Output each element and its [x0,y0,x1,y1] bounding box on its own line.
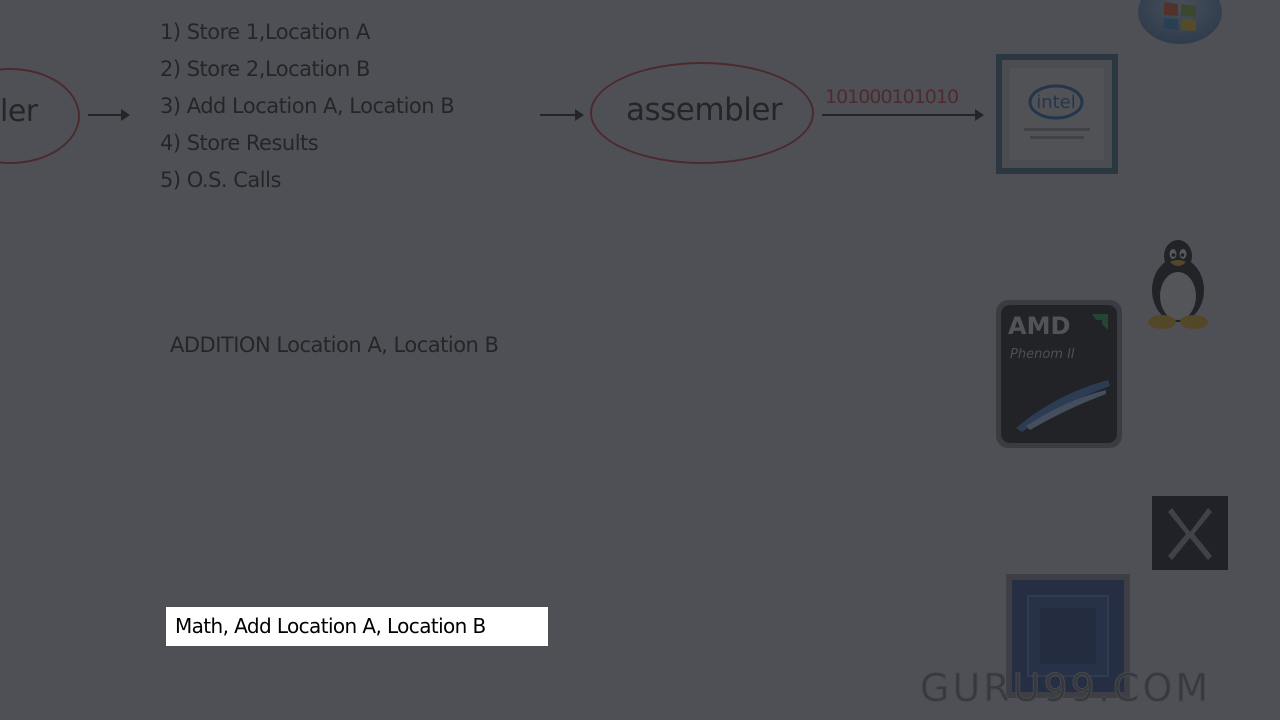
assembly-step: 5) O.S. Calls [160,168,281,192]
assembly-step: 1) Store 1,Location A [160,20,370,44]
amd-logo-text: AMD [1008,312,1070,340]
mac-os-x-icon [1152,496,1228,570]
intel-processor-icon: intel [996,54,1118,174]
assembler-label: assembler [626,92,783,128]
amd-processor-icon: AMD Phenom II [996,300,1122,448]
assembly-steps-list: 1) Store 1,Location A 2) Store 2,Locatio… [160,18,455,203]
arrow-to-steps [88,109,130,121]
subtitle-caption: Math, Add Location A, Location B [166,607,548,646]
intel-logo-text: intel [1036,92,1076,113]
assembly-step: 4) Store Results [160,131,319,155]
arrow-to-processor [822,109,984,121]
compiler-word-fragment: ler [0,94,38,129]
windows-logo-icon [1138,0,1222,44]
addition-statement: ADDITION Location A, Location B [170,333,499,357]
amd-sub-label: Phenom II [1010,347,1075,362]
assembly-step: 3) Add Location A, Location B [160,94,455,118]
arrow-to-assembler [540,109,584,121]
tux-penguin-icon [1148,240,1208,329]
watermark: GURU99.COM [919,666,1212,711]
binary-output: 101000101010 [825,86,959,108]
assembly-step: 2) Store 2,Location B [160,57,370,81]
